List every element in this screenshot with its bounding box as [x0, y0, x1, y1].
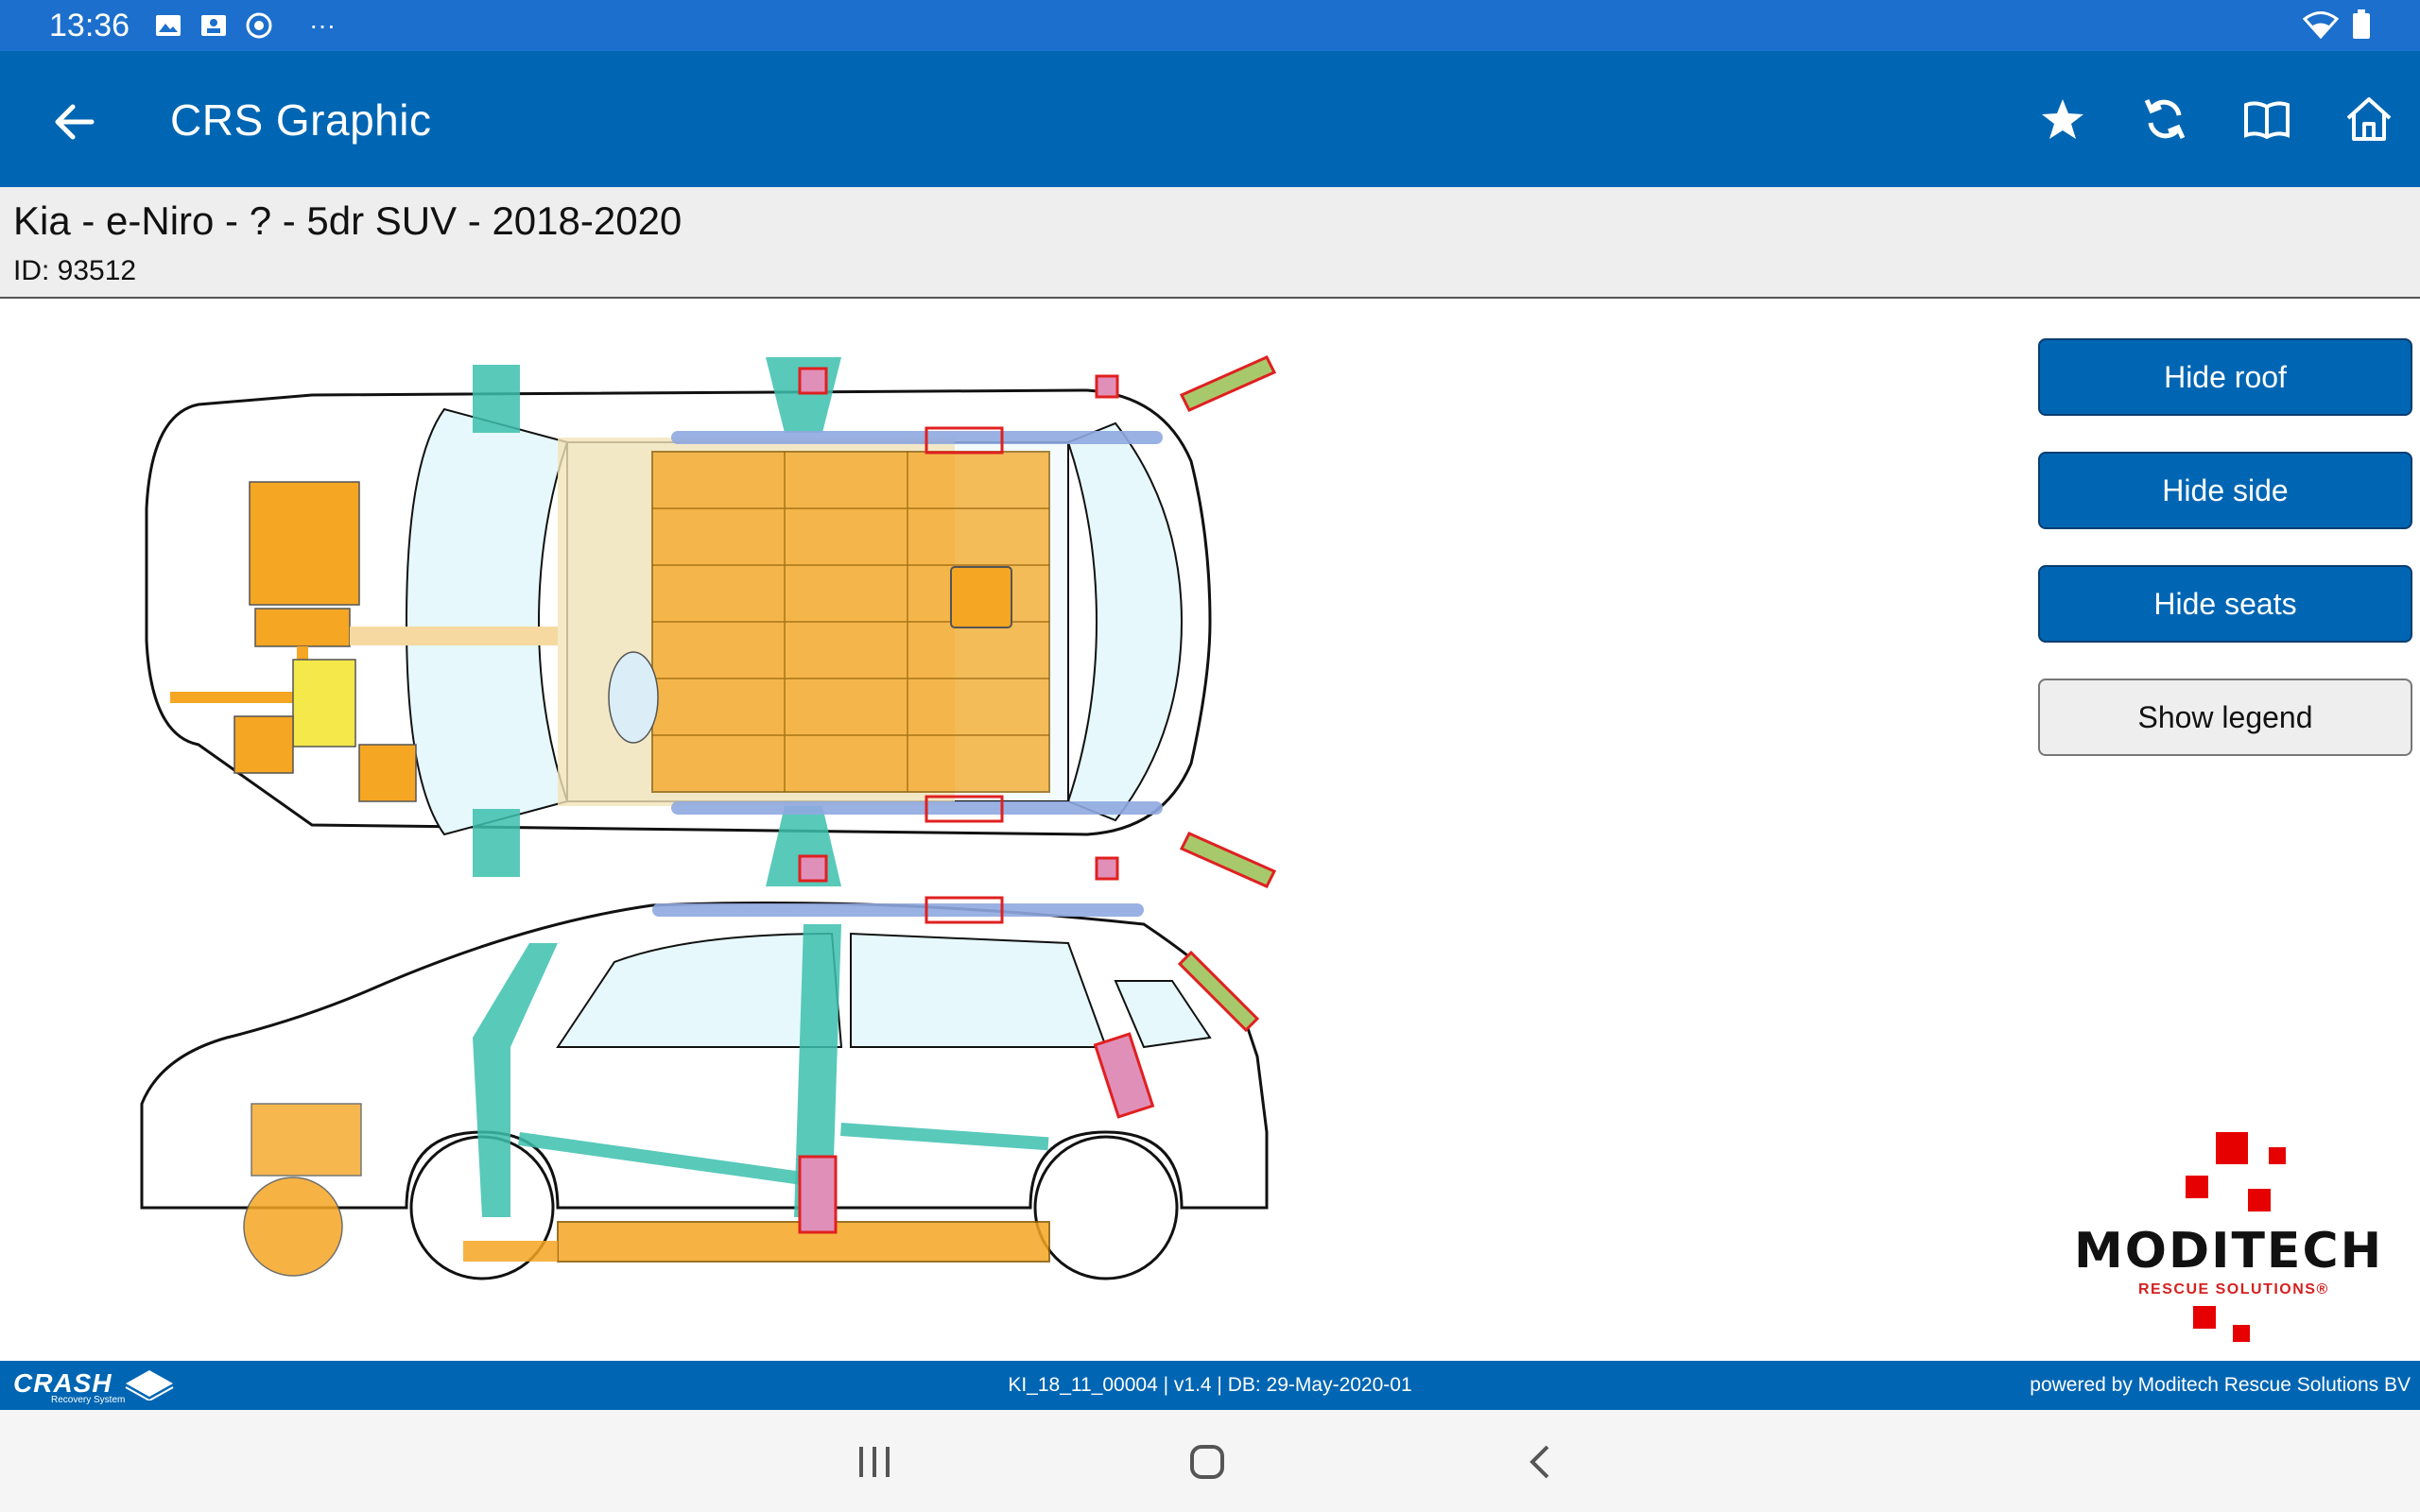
graphic-area: Hide roof Hide side Hide seats Show lege… [0, 301, 2420, 1361]
home-circle-icon [1190, 1445, 1224, 1479]
crash-recovery-logo: CRASH Recovery System [13, 1366, 177, 1405]
vehicle-name: Kia - e-Niro - ? - 5dr SUV - 2018-2020 [13, 198, 683, 243]
vehicle-rescue-diagram[interactable] [123, 319, 1371, 1340]
manual-button[interactable] [2216, 79, 2318, 159]
book-icon [2244, 101, 2290, 139]
recent-apps-button[interactable] [832, 1429, 917, 1495]
home-nav-button[interactable] [1165, 1429, 1250, 1495]
favorite-button[interactable] [2012, 79, 2114, 159]
system-nav-bar [0, 1410, 2420, 1512]
footer-brand-sub: Recovery System [51, 1395, 126, 1405]
cube-icon [125, 1370, 174, 1400]
home-button[interactable] [2318, 79, 2420, 159]
home-icon [2346, 97, 2392, 141]
vehicle-info-bar: Kia - e-Niro - ? - 5dr SUV - 2018-2020 I… [0, 187, 2420, 299]
footer-powered-by: powered by Moditech Rescue Solutions BV [2030, 1374, 2411, 1396]
status-overflow: ··· [309, 10, 337, 40]
vehicle-id: ID: 93512 [13, 255, 137, 286]
footer-version: KI_18_11_00004 | v1.4 | DB: 29-May-2020-… [1008, 1374, 1412, 1396]
arrow-back-icon [55, 104, 95, 140]
refresh-button[interactable] [2114, 79, 2216, 159]
back-button[interactable] [42, 89, 108, 155]
hide-seats-button[interactable]: Hide seats [2038, 565, 2412, 643]
show-legend-button[interactable]: Show legend [2038, 679, 2412, 756]
logo-name: MODITECH [2074, 1223, 2384, 1280]
side-view [140, 896, 1269, 1280]
footer-brand: CRASH [13, 1368, 112, 1398]
app-title: CRS Graphic [170, 95, 432, 145]
hide-side-button[interactable]: Hide side [2038, 452, 2412, 529]
recent-apps-icon [859, 1447, 890, 1477]
chevron-left-icon [1530, 1445, 1549, 1479]
image-icon [199, 12, 228, 39]
refresh-icon [2144, 98, 2186, 140]
app-bar: CRS Graphic [0, 51, 2420, 187]
status-bar: 13:36 ··· [0, 0, 2420, 51]
moditech-logo: MODITECH RESCUE SOLUTIONS® [2066, 1132, 2388, 1349]
wifi-icon [2302, 10, 2340, 43]
status-time: 13:36 [49, 7, 130, 43]
battery-icon [2352, 9, 2371, 44]
star-icon [2042, 99, 2083, 139]
back-nav-button[interactable] [1497, 1429, 1582, 1495]
chrome-icon [245, 12, 273, 39]
logo-tagline: RESCUE SOLUTIONS® [2138, 1281, 2329, 1297]
gallery-icon [154, 12, 182, 39]
hide-roof-button[interactable]: Hide roof [2038, 338, 2412, 416]
top-view [145, 355, 1277, 888]
footer-bar: CRASH Recovery System KI_18_11_00004 | v… [0, 1361, 2420, 1410]
